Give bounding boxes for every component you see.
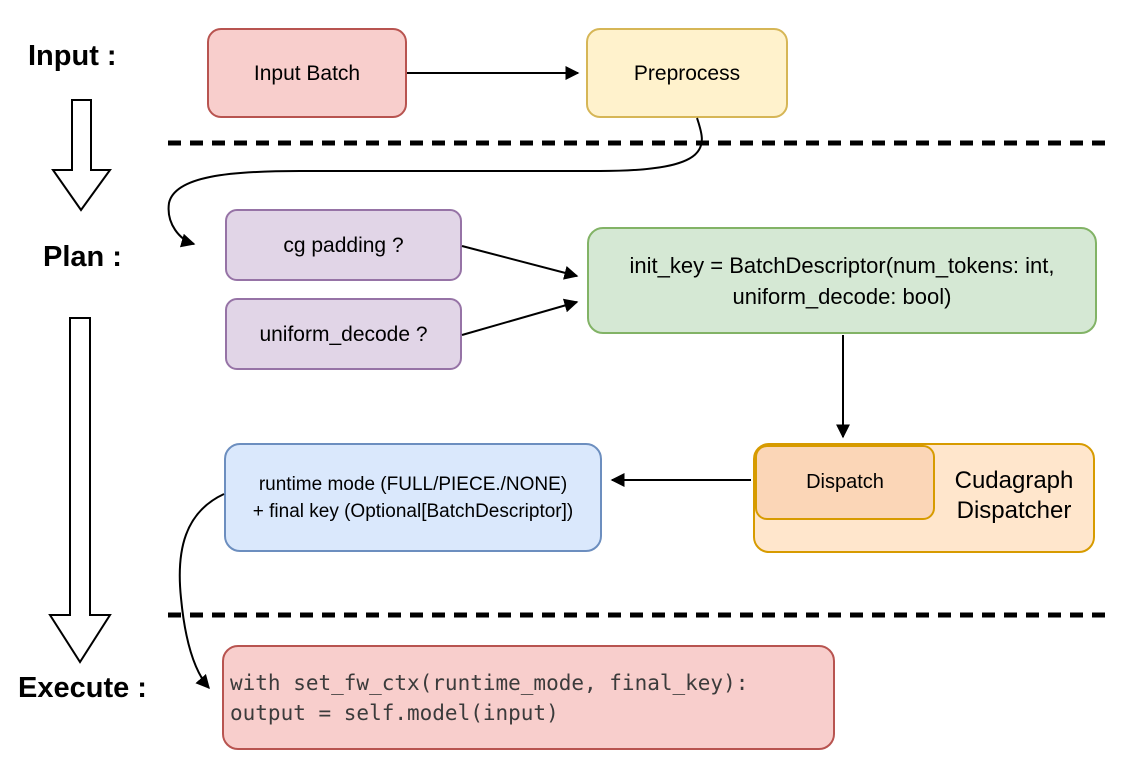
stage-arrow-plan-to-execute-icon [48, 317, 112, 664]
execute-code-line2: output = self.model(input) [230, 700, 559, 725]
cudagraph-dispatcher-title-line2: Dispatcher [956, 497, 1072, 524]
execute-code-line1: with set_fw_ctx(runtime_mode, final_key)… [230, 670, 749, 695]
stage-arrow-input-to-plan-icon [51, 99, 112, 212]
node-init-key-line1: init_key = BatchDescriptor(num_tokens: i… [629, 252, 1055, 278]
cudagraph-dispatcher-title: Cudagraph Dispatcher [935, 466, 1093, 526]
stage-label-input: Input : [28, 40, 117, 72]
cudagraph-dispatcher-title-line1: Cudagraph [954, 467, 1074, 494]
node-cg-padding-label: cg padding ? [283, 233, 404, 257]
node-cg-padding: cg padding ? [225, 209, 462, 281]
node-uniform-decode-label: uniform_decode ? [259, 322, 428, 346]
node-preprocess: Preprocess [586, 28, 788, 118]
stage-label-execute: Execute : [18, 672, 147, 704]
node-dispatch-label: Dispatch [806, 471, 884, 493]
node-input-batch-label: Input Batch [253, 61, 361, 85]
node-runtime-mode: runtime mode (FULL/PIECE./NONE) + final … [224, 443, 602, 552]
node-runtime-mode-line1: runtime mode (FULL/PIECE./NONE) [258, 473, 568, 495]
node-runtime-mode-line2: + final key (Optional[BatchDescriptor]) [252, 500, 574, 522]
stage-label-plan: Plan : [43, 241, 122, 273]
node-init-key: init_key = BatchDescriptor(num_tokens: i… [587, 227, 1097, 334]
connector-cg-padding-to-init-key [461, 245, 579, 280]
node-dispatch: Dispatch [755, 445, 935, 520]
node-preprocess-label: Preprocess [633, 61, 741, 85]
connector-uniform-decode-to-init-key [461, 298, 579, 336]
connector-runtime-mode-to-execute-code [178, 493, 225, 690]
node-execute-code: with set_fw_ctx(runtime_mode, final_key)… [222, 645, 835, 750]
node-uniform-decode: uniform_decode ? [225, 298, 462, 370]
node-input-batch: Input Batch [207, 28, 407, 118]
node-init-key-line2: uniform_decode: bool) [732, 283, 952, 309]
